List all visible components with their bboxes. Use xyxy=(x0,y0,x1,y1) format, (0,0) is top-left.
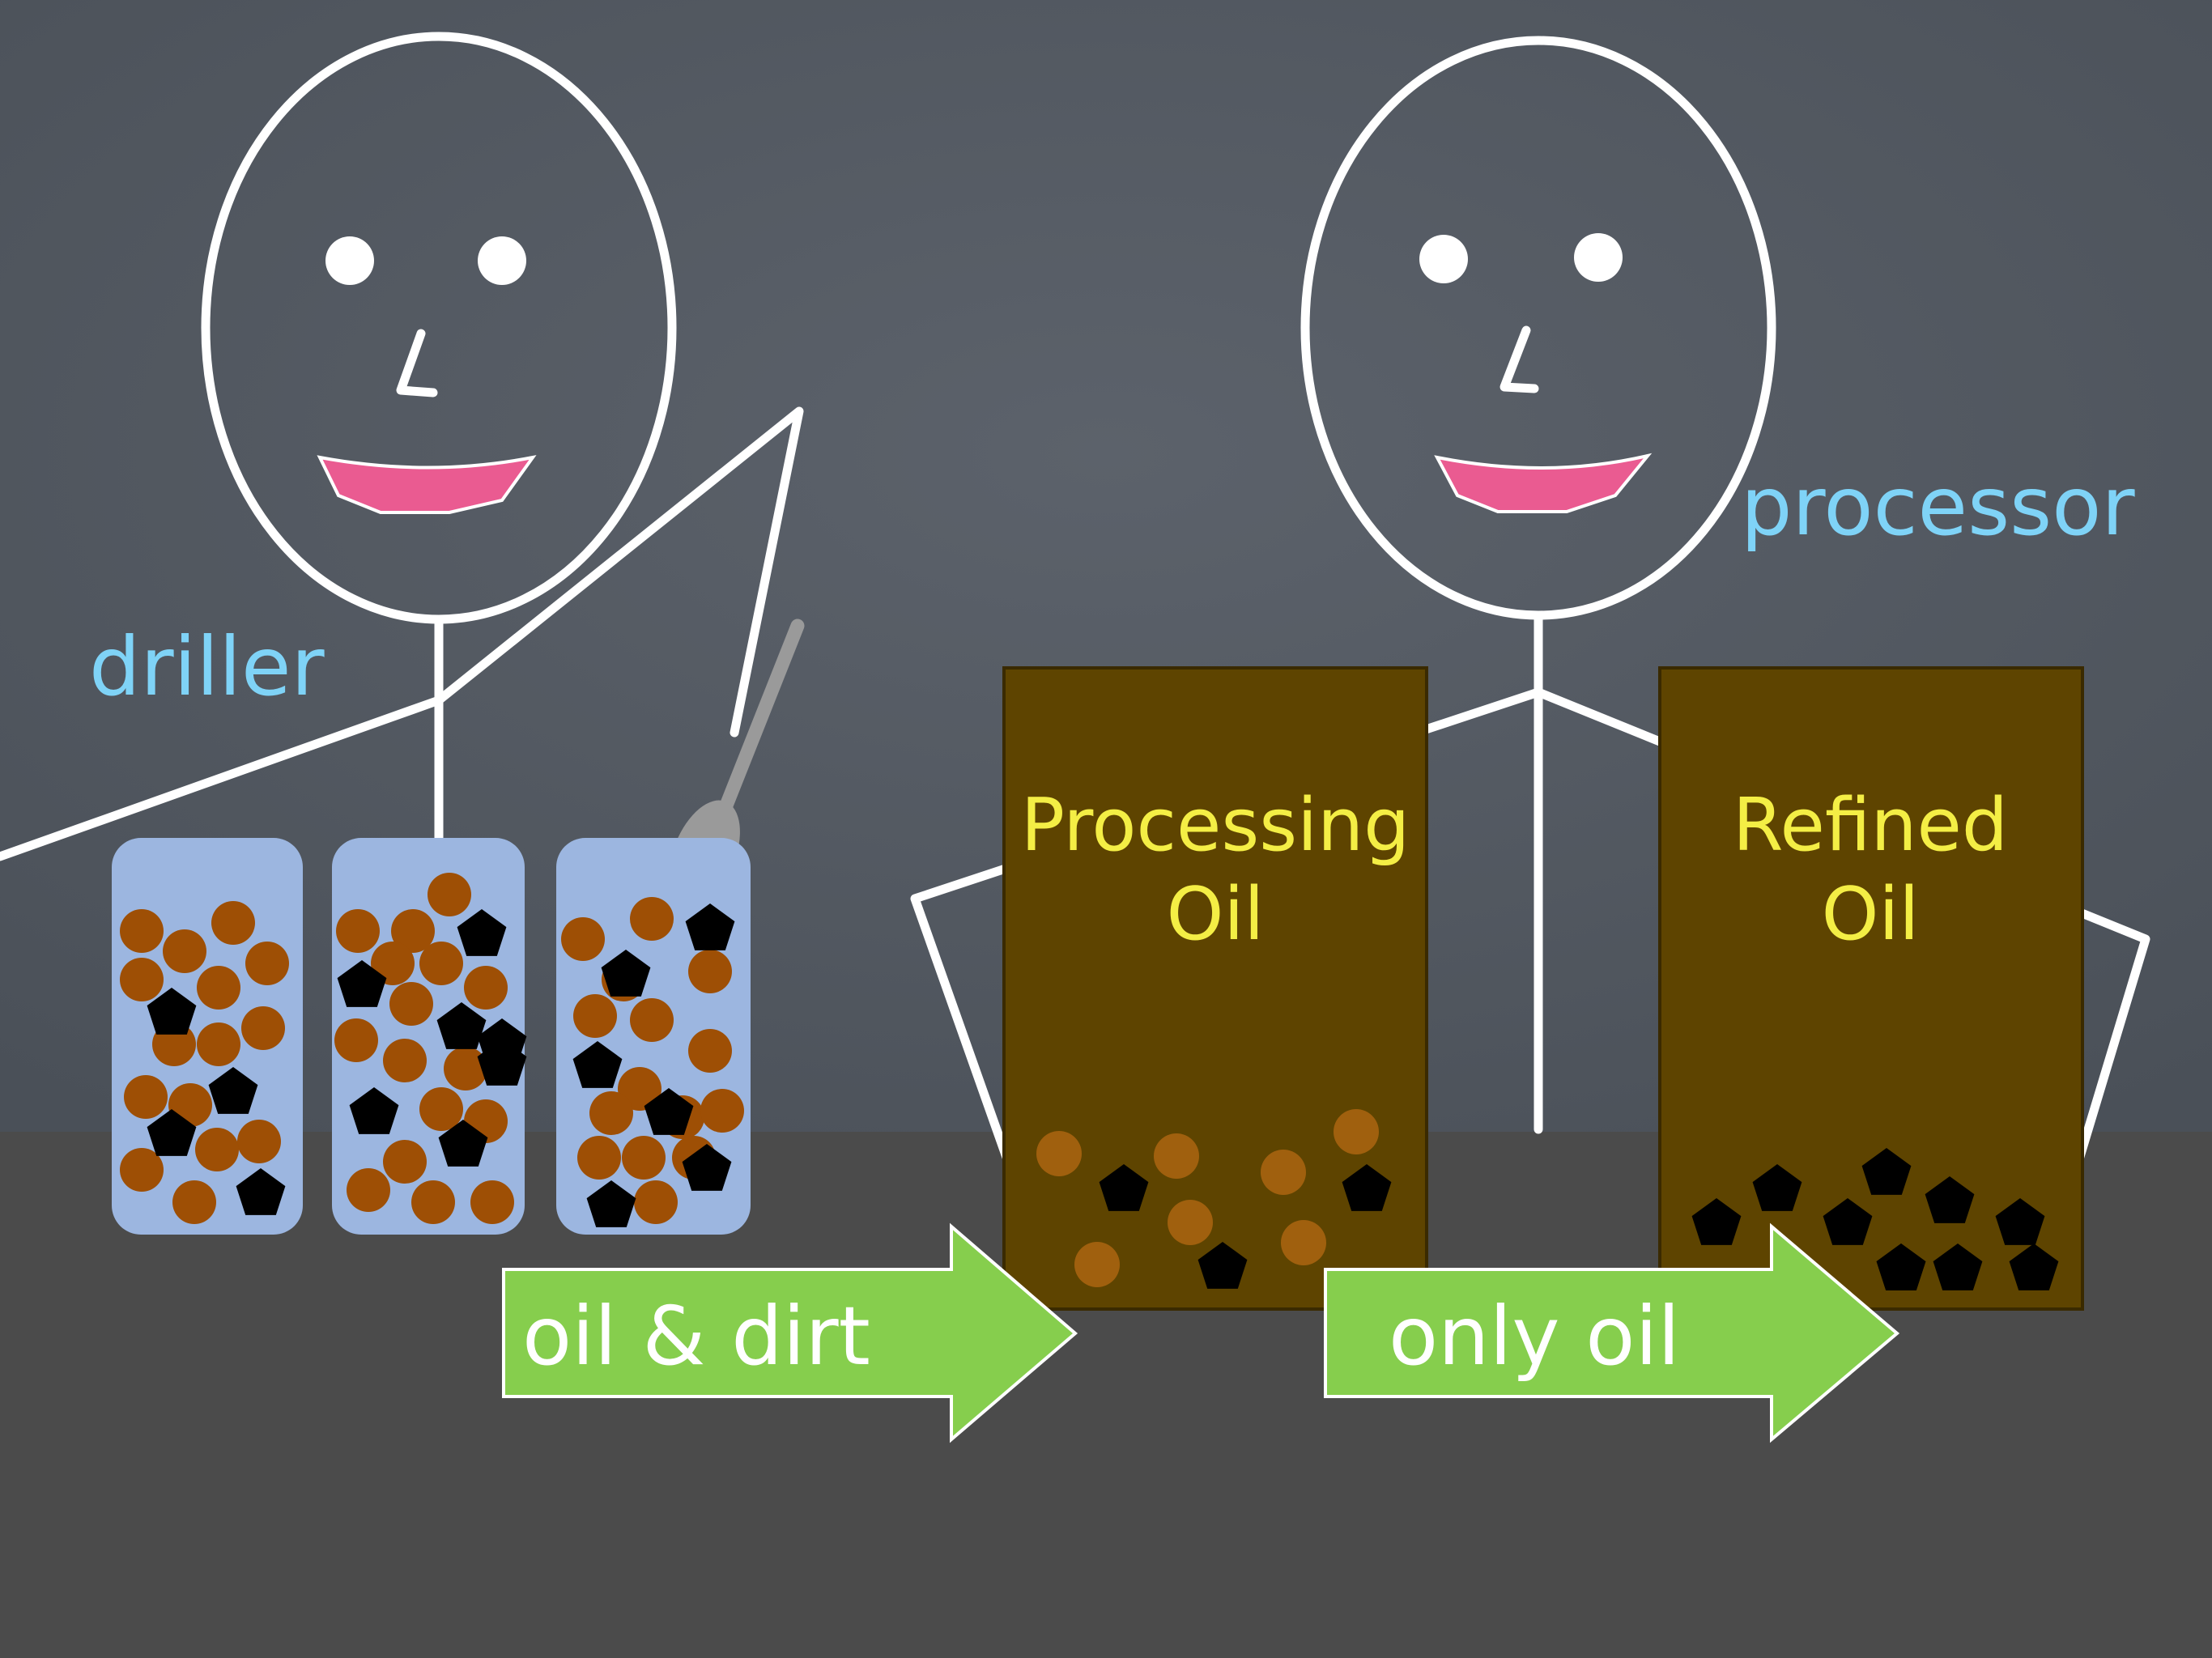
oil-droplet xyxy=(1281,1220,1326,1265)
oil-droplet xyxy=(383,1140,427,1184)
oil-droplet xyxy=(120,1148,164,1192)
dirt-chunk xyxy=(1099,1164,1149,1211)
dirt-chunk xyxy=(1876,1244,1926,1290)
oil-droplet xyxy=(589,1091,633,1135)
oil-droplet xyxy=(411,1180,455,1224)
dirt-chunk xyxy=(1342,1164,1392,1211)
dirt-chunk xyxy=(147,1109,197,1156)
processing-oil-subtitle: Oil xyxy=(1167,872,1265,957)
oil-droplet xyxy=(120,958,164,1001)
oil-droplet xyxy=(622,1136,666,1180)
oil-droplet xyxy=(1334,1109,1379,1154)
jars-group xyxy=(112,838,751,1235)
processor-left-eye xyxy=(1419,235,1468,283)
processing-oil-title: Processing xyxy=(1021,783,1410,868)
oil-droplet xyxy=(419,1087,463,1131)
driller-right-eye xyxy=(478,236,526,285)
oil-droplet xyxy=(577,1136,621,1180)
dirt-chunk xyxy=(685,903,735,950)
driller-figure xyxy=(0,32,804,861)
driller-left-eye xyxy=(325,236,374,285)
dirt-chunk xyxy=(1861,1148,1912,1195)
dirt-chunk xyxy=(1995,1198,2045,1245)
driller-arm xyxy=(0,406,804,861)
processor-mouth xyxy=(1434,453,1653,513)
oil-droplet xyxy=(197,966,240,1010)
dirt-chunk xyxy=(147,988,197,1035)
dirt-chunk xyxy=(644,1088,694,1135)
processor-nose xyxy=(1499,325,1539,393)
oil-droplet xyxy=(347,1168,390,1212)
dirt-chunk xyxy=(337,960,387,1007)
dirt-chunk xyxy=(457,909,507,956)
dirt-chunk xyxy=(2009,1244,2059,1290)
dirt-chunk xyxy=(682,1144,732,1191)
dirt-chunk xyxy=(601,950,651,997)
dirt-chunk xyxy=(438,1120,488,1167)
dirt-chunk xyxy=(586,1180,636,1227)
dirt-chunk xyxy=(436,1002,487,1049)
oil-droplet xyxy=(1261,1150,1306,1195)
oil-droplet xyxy=(1036,1131,1082,1176)
dirt-chunk xyxy=(477,1018,527,1065)
oil-droplet xyxy=(428,873,471,916)
arrow-only-oil: only oil xyxy=(1324,1222,1900,1443)
dirt-chunk xyxy=(349,1087,399,1134)
dirt-chunk xyxy=(236,1168,286,1215)
oil-droplet xyxy=(630,897,674,941)
oil-droplet xyxy=(1074,1242,1120,1287)
oil-droplet xyxy=(237,1120,281,1163)
driller-mouth xyxy=(317,455,537,514)
dirt-chunk xyxy=(1752,1164,1802,1211)
oil-droplet xyxy=(163,929,206,973)
oil-droplet xyxy=(688,950,732,993)
oil-droplet xyxy=(120,909,164,953)
refined-oil-container: Refined Oil xyxy=(1658,666,2084,1311)
dirt-chunk xyxy=(572,1041,623,1088)
arrow-oil-and-dirt: oil & dirt xyxy=(502,1222,1078,1443)
dirt-chunk xyxy=(208,1067,258,1114)
driller-label: driller xyxy=(89,619,325,714)
arrow-only-oil-label: only oil xyxy=(1389,1289,1680,1384)
oil-droplet xyxy=(464,966,508,1010)
dirt-chunk xyxy=(1691,1198,1742,1245)
oil-droplet xyxy=(444,1047,487,1090)
oil-droplet xyxy=(211,901,255,945)
processing-oil-container: Processing Oil xyxy=(1002,666,1428,1311)
oil-droplet xyxy=(371,942,415,985)
oil-droplet xyxy=(195,1128,239,1171)
oil-droplet xyxy=(470,1180,514,1224)
processor-right-eye xyxy=(1574,233,1623,282)
oil-droplet xyxy=(172,1180,216,1224)
dirt-chunk xyxy=(1925,1176,1975,1223)
dirt-chunk xyxy=(1933,1244,1983,1290)
oil-droplet xyxy=(688,1029,732,1073)
oil-droplet xyxy=(336,909,380,953)
refined-oil-title: Refined xyxy=(1733,783,2008,868)
oil-droplet xyxy=(383,1039,427,1082)
oil-droplet xyxy=(391,909,435,953)
oil-droplet xyxy=(1168,1200,1213,1245)
oil-droplet xyxy=(630,998,674,1042)
oil-droplet xyxy=(389,982,433,1026)
oil-droplet xyxy=(573,994,617,1038)
refined-oil-subtitle: Oil xyxy=(1822,872,1920,957)
oil-droplet xyxy=(245,942,289,985)
processor-label: processor xyxy=(1741,459,2135,554)
dirt-chunk xyxy=(1823,1198,1873,1245)
driller-nose xyxy=(396,329,438,397)
oil-droplet xyxy=(197,1022,240,1066)
oil-droplet xyxy=(700,1089,744,1133)
oil-droplet xyxy=(634,1180,678,1224)
dirt-chunk xyxy=(1197,1242,1248,1289)
oil-droplet xyxy=(419,942,463,985)
oil-droplet xyxy=(618,1067,661,1111)
oil-droplet xyxy=(561,917,605,961)
arrow-oil-and-dirt-label: oil & dirt xyxy=(522,1289,870,1384)
oil-droplet xyxy=(334,1018,378,1062)
oil-droplet xyxy=(124,1075,168,1119)
oil-droplet xyxy=(1154,1133,1199,1179)
oil-droplet xyxy=(241,1006,285,1050)
